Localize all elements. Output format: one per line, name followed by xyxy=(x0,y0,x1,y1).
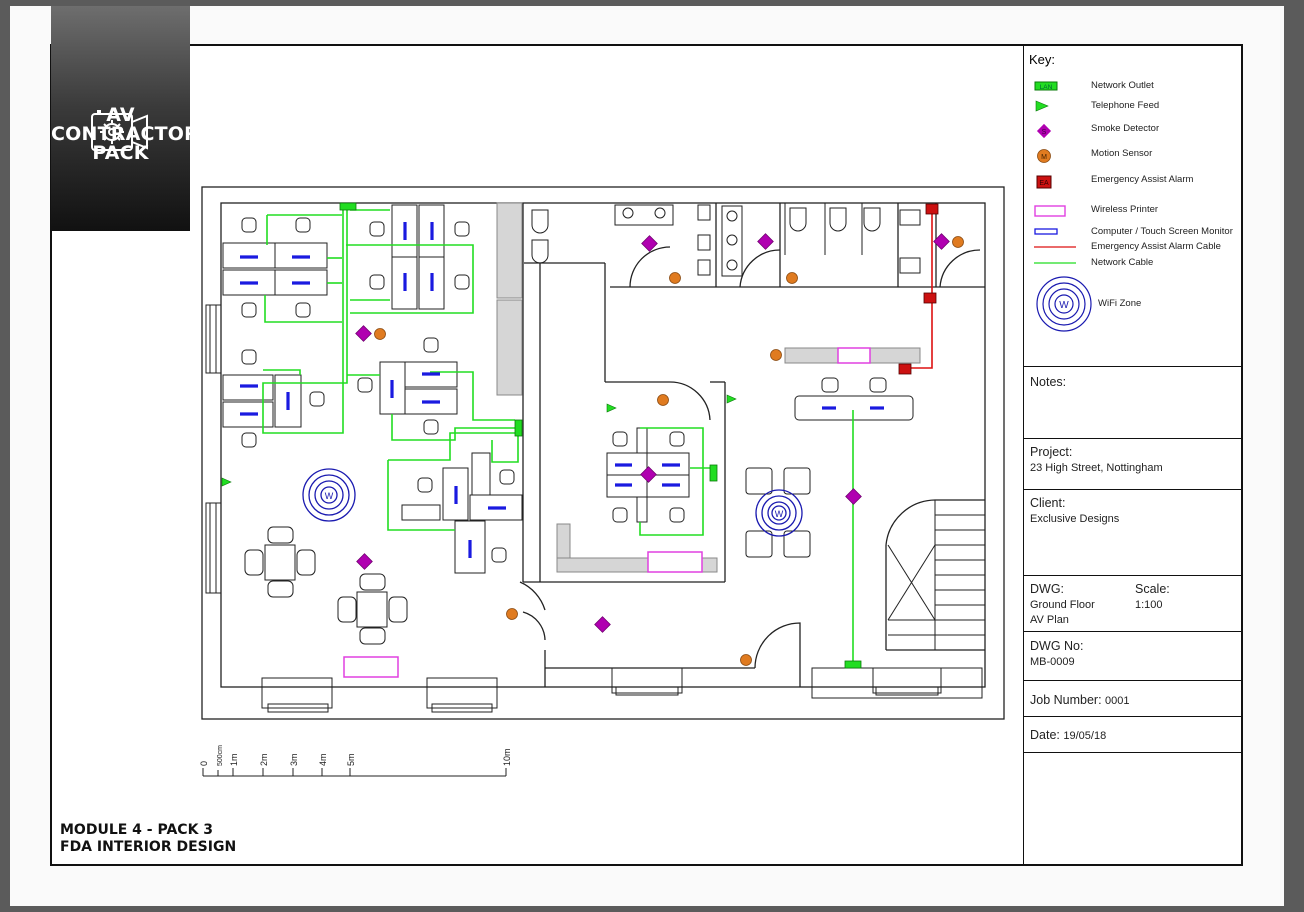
wifi-zones xyxy=(302,468,803,537)
svg-text:M: M xyxy=(1041,154,1047,161)
key-item-motion-sensor: M Motion Sensor xyxy=(1034,148,1152,167)
network-outlets xyxy=(339,202,862,669)
scale-value: 1:100 xyxy=(1135,599,1163,611)
dwg-value-2: AV Plan xyxy=(1030,614,1069,626)
monitor-icon xyxy=(1034,228,1058,235)
scale-tick-2m: 2m xyxy=(259,753,269,766)
smoke-detector-icon: S xyxy=(1036,123,1052,139)
wifi-label: W xyxy=(325,491,334,501)
title-block-panel: Key: LAN Network Outlet Telephone Feed S… xyxy=(1023,46,1242,864)
network-outlet-icon: LAN xyxy=(1034,81,1058,91)
scale-tick-3m: 3m xyxy=(289,753,299,766)
desks xyxy=(222,204,690,574)
chairs xyxy=(241,217,914,563)
wireless-printers xyxy=(343,347,871,678)
notes-section: Notes: xyxy=(1024,366,1242,439)
scale-tick-10m: 10m xyxy=(502,748,512,766)
scale-label: Scale: xyxy=(1135,582,1170,596)
dwg-section: DWG: Ground Floor AV Plan Scale: 1:100 xyxy=(1024,575,1242,632)
date-value: 19/05/18 xyxy=(1063,730,1107,742)
dwg-no-value: MB-0009 xyxy=(1030,656,1075,668)
wireless-printer-icon xyxy=(1034,205,1066,217)
scale-tick-0: 0 xyxy=(199,761,209,766)
job-value: 0001 xyxy=(1105,695,1130,707)
key-item-smoke-detector: S Smoke Detector xyxy=(1034,123,1159,142)
monitors xyxy=(240,222,884,558)
date-label: Date: 19/05/18 xyxy=(1030,728,1107,742)
key-item-wifi-zone: W WiFi Zone xyxy=(1034,274,1141,337)
client-section: Client: Exclusive Designs xyxy=(1024,489,1242,576)
module-title: MODULE 4 - PACK 3 xyxy=(60,822,214,838)
client-value: Exclusive Designs xyxy=(1030,513,1120,525)
job-section: Job Number: 0001 xyxy=(1024,680,1242,717)
dwg-no-section: DWG No: MB-0009 xyxy=(1024,631,1242,681)
smoke-detectors xyxy=(355,233,950,633)
scale-bar-labels: 0 500cm 1m 2m 3m 4m 5m 10m xyxy=(199,745,512,766)
scale-tick-500cm: 500cm xyxy=(217,745,224,766)
motion-sensor-icon: M xyxy=(1037,149,1051,163)
key-item-alarm-cable: Emergency Assist Alarm Cable xyxy=(1034,241,1221,256)
emergency-alarm-icon: EA xyxy=(1036,175,1052,189)
building-walls xyxy=(201,186,1005,720)
blank-section xyxy=(1024,752,1242,753)
key-item-emergency-alarm: EA Emergency Assist Alarm xyxy=(1034,174,1193,193)
alarm-cables xyxy=(905,210,933,369)
key-item-telephone-feed: Telephone Feed xyxy=(1034,100,1159,115)
notes-label: Notes: xyxy=(1030,375,1067,389)
emergency-alarms xyxy=(898,203,939,375)
network-cables xyxy=(262,209,854,662)
scale-tick-1m: 1m xyxy=(229,753,239,766)
alarm-cable-icon xyxy=(1034,246,1076,248)
svg-text:W: W xyxy=(1059,300,1069,311)
key-item-network-cable: Network Cable xyxy=(1034,257,1153,272)
network-cable-icon xyxy=(1034,262,1076,264)
telephone-feed-icon xyxy=(1035,100,1049,112)
staircase xyxy=(887,499,986,651)
scale-bar xyxy=(202,768,507,777)
svg-text:S: S xyxy=(1042,129,1047,136)
telephone-feeds xyxy=(221,394,737,487)
gear-camera-icon xyxy=(91,110,148,151)
badge-title: AV CONTRACTOR PACK xyxy=(51,104,199,164)
client-label: Client: xyxy=(1030,496,1066,510)
av-contractor-badge: AV CONTRACTOR PACK xyxy=(51,6,199,231)
windows xyxy=(205,304,983,713)
project-label: Project: xyxy=(1030,445,1073,459)
dwg-value-1: Ground Floor xyxy=(1030,599,1095,611)
svg-text:LAN: LAN xyxy=(1040,84,1053,91)
scale-tick-4m: 4m xyxy=(318,753,328,766)
dwg-no-label: DWG No: xyxy=(1030,639,1084,653)
partitions xyxy=(496,202,921,573)
wifi-zone-icon: W xyxy=(1036,276,1092,332)
toilet-fixtures xyxy=(531,203,921,277)
company-name: FDA INTERIOR DESIGN xyxy=(60,839,237,855)
key-title: Key: xyxy=(1029,52,1056,67)
scale-tick-5m: 5m xyxy=(346,753,356,766)
motion-sensors xyxy=(374,236,964,666)
dwg-label: DWG: xyxy=(1030,582,1065,596)
date-section: Date: 19/05/18 xyxy=(1024,716,1242,753)
project-value: 23 High Street, Nottingham xyxy=(1030,462,1163,474)
project-section: Project: 23 High Street, Nottingham xyxy=(1024,438,1242,490)
meeting-tables xyxy=(244,526,408,645)
key-item-wireless-printer: Wireless Printer xyxy=(1034,204,1158,221)
key-item-network-outlet: LAN Network Outlet xyxy=(1034,80,1154,95)
job-label: Job Number: 0001 xyxy=(1030,693,1130,707)
wifi-label: W xyxy=(775,509,784,519)
key-item-monitor: Computer / Touch Screen Monitor xyxy=(1034,226,1233,241)
module-label: MODULE 4 - PACK 3 FDA INTERIOR DESIGN xyxy=(60,822,236,856)
svg-text:EA: EA xyxy=(1039,180,1049,187)
